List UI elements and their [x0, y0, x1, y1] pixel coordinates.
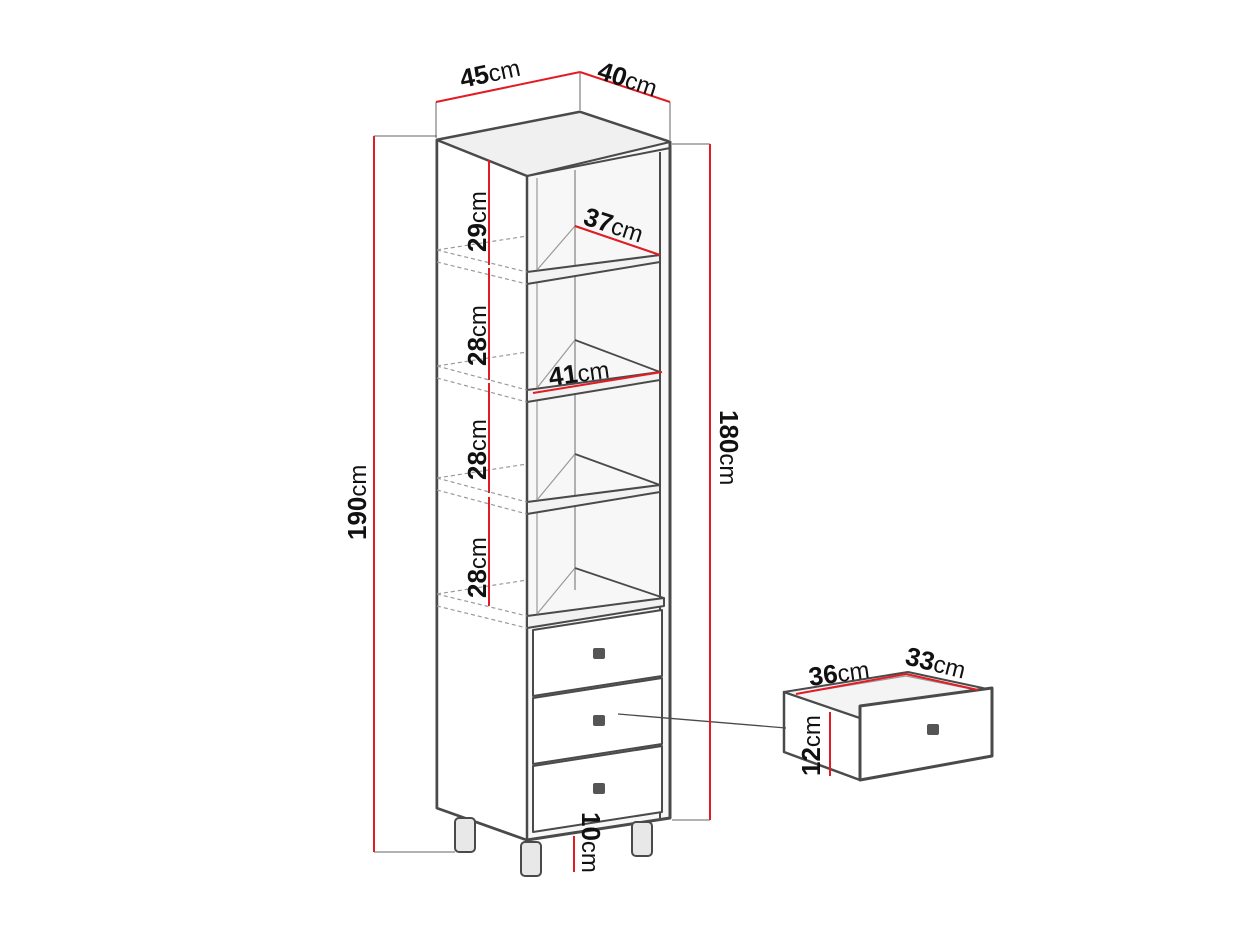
label-body-height: 180cm — [714, 410, 744, 485]
drawer-3-knob — [593, 783, 605, 794]
shelf-4 — [526, 567, 665, 629]
label-shelf-gap-4: 28cm — [462, 537, 492, 598]
drawer-1 — [532, 609, 663, 697]
drawer-leader-line — [617, 713, 787, 729]
shelf-3 — [526, 453, 661, 515]
label-shelf-gap-2: 28cm — [462, 305, 492, 366]
drawer-front-knob — [927, 724, 939, 735]
label-drawer-height: 12cm — [796, 715, 826, 776]
label-drawer-width: 36cm — [807, 654, 872, 692]
drawer-2 — [532, 677, 663, 765]
label-leg-height: 10cm — [576, 812, 606, 873]
drawer-1-knob — [593, 648, 605, 659]
drawer-front-panel — [858, 686, 994, 782]
shelf-2 — [526, 339, 661, 403]
label-total-height: 190cm — [342, 465, 372, 540]
label-top-width: 45cm — [457, 52, 523, 94]
label-top-depth: 40cm — [594, 55, 661, 102]
dimension-lines — [373, 71, 979, 872]
detached-drawer — [782, 671, 994, 782]
label-shelf-gap-3: 28cm — [462, 419, 492, 480]
drawer-2-knob — [593, 715, 605, 726]
leg-front-left — [454, 817, 476, 853]
leg-front-center — [520, 841, 542, 877]
label-drawer-depth: 33cm — [903, 641, 969, 685]
label-shelf-depth-lower: 41cm — [547, 354, 612, 392]
leg-front-right — [631, 821, 653, 857]
drawer-3 — [532, 745, 663, 833]
bookcase — [435, 110, 672, 877]
label-shelf-gap-1: 29cm — [462, 191, 492, 252]
left-side-panel — [435, 138, 529, 842]
